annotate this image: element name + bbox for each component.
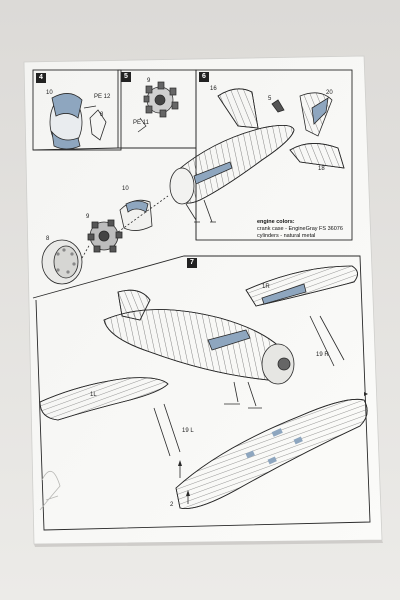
step-number-6: 6 <box>199 72 209 82</box>
pencil-scribble <box>39 471 61 511</box>
notes-title: engine colors: <box>257 219 295 225</box>
step-7-panel <box>32 255 371 531</box>
callout-s7-d: 19 L <box>182 428 194 434</box>
step-4-panel <box>32 69 122 151</box>
step-7-assembly <box>39 265 368 509</box>
step-6-fuselage <box>169 88 345 223</box>
step-6-engine-parts <box>41 195 169 285</box>
callout-s6-g: 8 <box>46 236 50 242</box>
callout-s7-c: 1L <box>90 392 97 398</box>
step-number-4: 4 <box>36 73 46 83</box>
step-number-5: 5 <box>121 72 131 82</box>
step-4-parts <box>49 93 107 150</box>
callout-s5-b: PE 11 <box>133 120 149 126</box>
callout-s5-a: 9 <box>147 78 151 84</box>
callout-s7-e: 2 <box>170 502 174 508</box>
callout-s7-b: 19 R <box>316 352 329 358</box>
step-number-7: 7 <box>187 258 197 268</box>
callout-s6-f: 9 <box>86 214 90 220</box>
engine-colors-note: engine colors: crank case - EngineGray F… <box>257 219 343 240</box>
callout-s6-b: 5 <box>268 96 272 102</box>
callout-s6-c: 20 <box>326 90 333 96</box>
notes-line-crankcase: crank case - EngineGray FS 36076 <box>257 226 343 232</box>
callout-s6-d: 18 <box>318 166 325 172</box>
notes-line-cylinders: cylinders - natural metal <box>257 233 316 239</box>
callout-s6-e: 10 <box>122 186 129 192</box>
callout-s4-c: 8 <box>100 112 104 118</box>
callout-s6-a: 16 <box>210 86 217 92</box>
callout-s7-a: 1R <box>262 284 270 290</box>
step-5-engine <box>137 81 179 133</box>
callout-s4-b: PE 12 <box>94 94 111 100</box>
callout-s4-a: 10 <box>46 90 53 96</box>
